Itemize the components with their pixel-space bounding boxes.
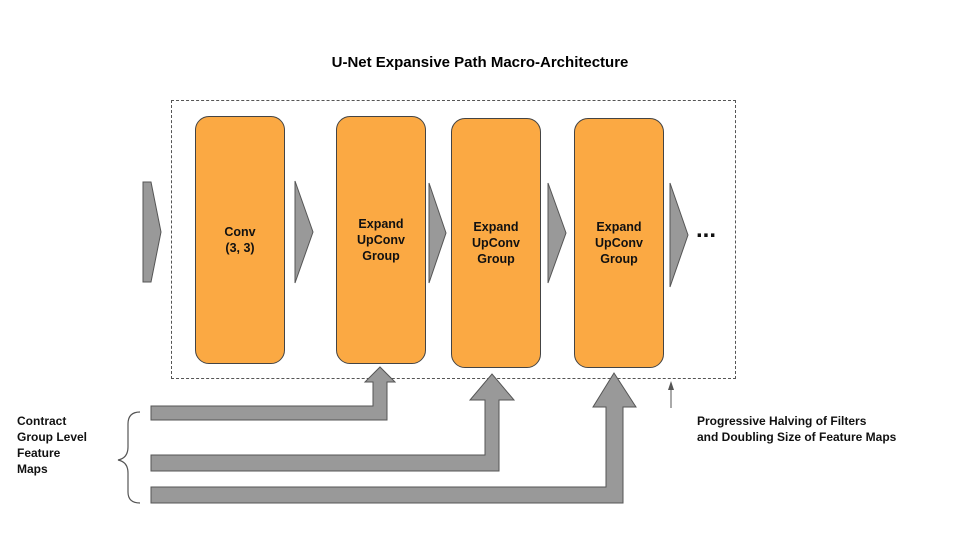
expand-upconv-group-3: Expand UpConv Group [574,118,664,368]
diagram-title: U-Net Expansive Path Macro-Architecture [331,54,629,71]
expand-upconv-group-1: Expand UpConv Group [336,116,426,364]
flow-arrow-2 [428,182,447,284]
expansive-path-frame [171,100,736,379]
skip-connection-1 [150,366,397,421]
conv-block: Conv (3, 3) [195,116,285,364]
flow-arrow-3 [547,182,567,284]
contract-feature-maps-label: Contract Group Level Feature Maps [17,414,88,476]
skip-connection-2 [150,373,516,472]
expand-upconv-group-2: Expand UpConv Group [451,118,541,368]
note-pointer-arrow [668,381,674,408]
flow-arrow-1 [294,180,314,284]
flow-arrow-output [669,182,689,288]
continuation-ellipsis: ... [696,216,717,243]
left-brace [117,411,141,504]
progressive-halving-note: Progressive Halving of Filters and Doubl… [697,414,897,444]
skip-connection-3 [150,372,637,504]
flow-arrow-input [142,181,162,283]
